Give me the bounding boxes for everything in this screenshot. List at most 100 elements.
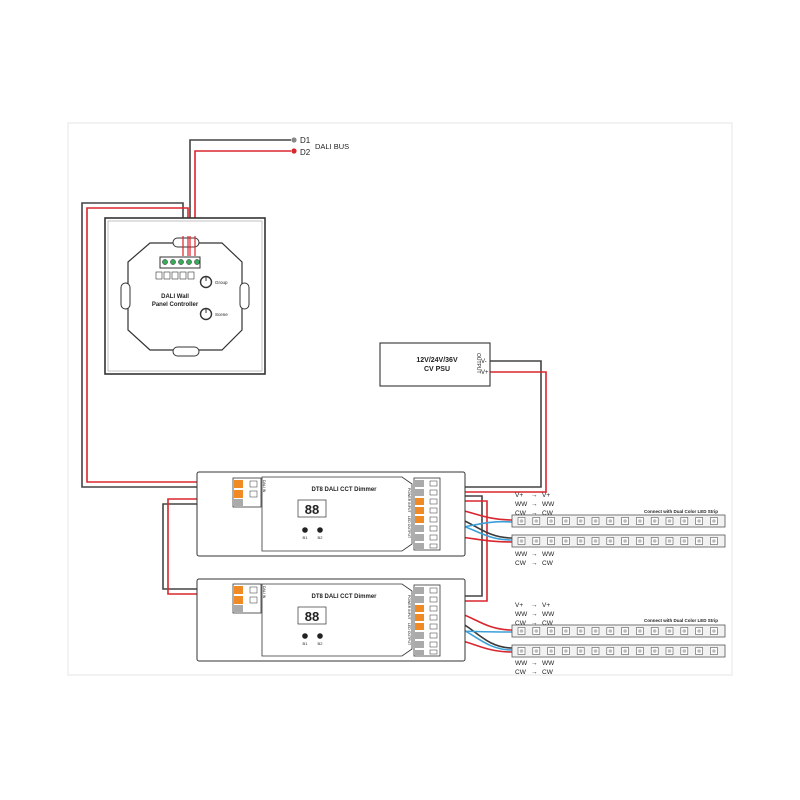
led-chip-lens [534, 519, 539, 523]
led-chip-lens [549, 519, 553, 523]
wall-panel-title-2: Panel Controller [152, 302, 199, 308]
slot-right [239, 282, 250, 310]
dimmer-2-led-output: LED OUTPUT [407, 623, 411, 646]
strip-2-mapping-top: V+ → V+ WW → WW CW → CW [515, 602, 555, 627]
strip-1-map-arrow-1: → [531, 492, 538, 499]
dimmer-1-b1-label: B1 [303, 535, 309, 540]
led-chip-lens [667, 519, 672, 523]
strip-1-map-to-2: WW [542, 501, 555, 508]
led-chip-lens [652, 629, 657, 633]
strip-1-mapb-to-2: CW [542, 560, 554, 567]
dimmer-1-led-output: LED OUTPUT [407, 516, 411, 539]
led-chip-lens [519, 649, 524, 653]
strip-1-title: Connect with Dual Color LED Strip [644, 509, 718, 514]
strip-2-title: Connect with Dual Color LED Strip [644, 618, 718, 623]
strip-1-map-from-2: WW [515, 501, 528, 508]
led-chip-lens [564, 519, 568, 523]
strip-1-mapb-arrow-1: → [531, 551, 538, 558]
led-chip-lens [608, 519, 613, 523]
psu-type: CV PSU [424, 366, 450, 373]
strip-1-map-from-1: V+ [515, 492, 523, 499]
dimmer-2-title: DT8 DALI CCT Dimmer [311, 594, 377, 600]
led-chip-lens [564, 629, 568, 633]
dimmer-2-button-2[interactable] [317, 633, 323, 639]
led-chip-lens [697, 649, 701, 653]
strip-2-map-arrow-2: → [531, 611, 538, 618]
dip-switch-4 [179, 271, 187, 280]
dimmer-1-dali-in: DALI IN [262, 480, 266, 493]
dimmer-2-power-input: POWER INPUT [407, 595, 411, 621]
led-chip-lens [697, 519, 701, 523]
dimmer-2-button-1[interactable] [302, 633, 308, 639]
psu-vminus-label: V- [481, 359, 487, 365]
strip-1-mapb-to-1: WW [542, 551, 555, 558]
dimmer-1-power-input: POWER INPUT [407, 488, 411, 514]
led-chip-lens [638, 649, 642, 653]
strip-2-mapb-arrow-1: → [531, 660, 538, 667]
terminal-screw-4 [186, 259, 192, 265]
led-chip-lens [519, 519, 524, 523]
led-chip-lens [638, 539, 642, 543]
strip-1-leds-a [517, 517, 718, 525]
strip-2-tape-a [511, 624, 726, 638]
dimmer-1-button-1[interactable] [302, 527, 308, 533]
led-chip-lens [667, 629, 672, 633]
strip-2-map-from-2: WW [515, 611, 528, 618]
led-chip-lens [593, 519, 598, 523]
led-chip-lens [549, 629, 553, 633]
led-strip-1: V+ → V+ WW → WW CW → CW Connect with Dua… [511, 492, 726, 567]
strip-1-map-to-1: V+ [542, 492, 550, 499]
led-chip-lens [638, 519, 642, 523]
psu-vplus-wire [440, 371, 547, 493]
strip-1-mapping-top: V+ → V+ WW → WW CW → CW [515, 492, 555, 517]
strip-2-map-from-3: CW [515, 620, 527, 627]
led-chip-lens [578, 519, 583, 523]
panel-entry-wires [182, 236, 196, 256]
led-chip-lens [712, 629, 716, 633]
strip-1-mapping-bottom: WW → WW CW → CW [515, 551, 555, 567]
led-chip-lens [549, 539, 553, 543]
dali-bus: D1 D2 DALI BUS [291, 136, 349, 157]
strip-1-mapb-arrow-2: → [531, 560, 538, 567]
led-chip-lens [623, 519, 627, 523]
led-chip-lens [519, 629, 524, 633]
dimmer-2-display [297, 606, 327, 625]
strip-2-mapb-from-2: CW [515, 669, 527, 676]
strip-2-map-to-3: CW [542, 620, 554, 627]
strip-2-leds-a [517, 627, 718, 635]
wall-panel-title-1: DALI Wall [161, 294, 189, 300]
led-chip-lens [593, 539, 598, 543]
led-chip-lens [667, 539, 672, 543]
led-chip-lens [712, 649, 716, 653]
dimmer-1-button-2[interactable] [317, 527, 323, 533]
led-chip-lens [578, 539, 583, 543]
strip-2-mapb-from-1: WW [515, 660, 528, 667]
led-chip-lens [623, 649, 627, 653]
led-chip-lens [593, 649, 598, 653]
psu-vplus-label: V+ [481, 370, 489, 376]
dimmer-1-display-digits: 88 [305, 502, 319, 517]
dip-switch-2 [163, 271, 171, 280]
slot-left [120, 282, 131, 310]
strip-1-map-from-3: CW [515, 510, 527, 517]
d2-terminal [291, 148, 297, 154]
led-chip-lens [652, 519, 657, 523]
dimmer-1-display [297, 499, 327, 518]
led-chip-lens [638, 629, 642, 633]
strip-1-map-arrow-2: → [531, 501, 538, 508]
dimmer-2-cover [261, 583, 413, 657]
led-chip-lens [534, 629, 539, 633]
strip-2-map-arrow-1: → [531, 602, 538, 609]
led-chip-lens [519, 539, 524, 543]
strip-1-leds-b [517, 537, 718, 545]
dimmer-2: DALI IN 88 B1 B2 DT8 DALI CCT Dimmer POW… [196, 578, 466, 662]
led-chip-lens [593, 629, 598, 633]
group-knob-label: Group [215, 280, 228, 285]
led-chip-lens [712, 519, 716, 523]
strip-2-map-to-2: WW [542, 611, 555, 618]
strip-2-mapb-to-1: WW [542, 660, 555, 667]
led-chip-lens [623, 539, 627, 543]
led-chip-lens [682, 629, 687, 633]
slot-bottom [172, 346, 200, 357]
d1-terminal [291, 137, 297, 143]
